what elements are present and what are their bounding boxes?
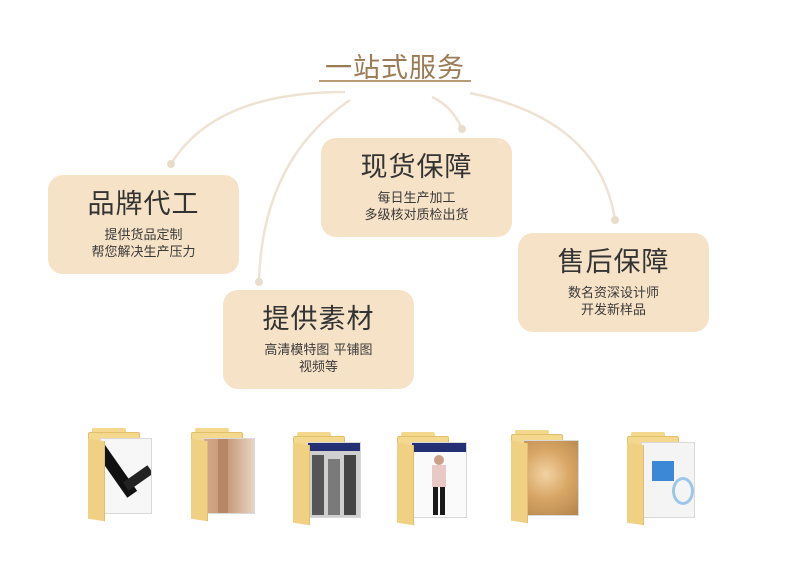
arc-to-material (257, 98, 351, 283)
service-title: 一站式服务 (325, 53, 465, 84)
card-after-sales: 售后保障 数名资深设计师 开发新样品 (518, 233, 709, 332)
card-heading: 品牌代工 (87, 189, 200, 220)
arc-dot-stock (458, 125, 466, 133)
card-brand-oem: 品牌代工 提供货品定制 帮您解决生产压力 (48, 175, 239, 274)
arc-dot-material (255, 278, 263, 286)
folder-icon-legwear[interactable] (191, 428, 265, 522)
folder-icon-model-psd[interactable] (397, 432, 471, 526)
card-line: 提供货品定制 (104, 228, 183, 243)
card-heading: 售后保障 (557, 247, 670, 278)
folder-icon-fabric[interactable] (511, 430, 585, 524)
card-heading: 现货保障 (360, 152, 473, 183)
arc-dot-aftersale (611, 216, 619, 224)
card-line: 数名资深设计师 (567, 286, 659, 301)
arc-dot-brand (167, 160, 175, 168)
card-line: 多级核对质检出货 (364, 208, 469, 223)
card-line: 开发新样品 (580, 303, 646, 318)
arc-to-aftersale (469, 91, 617, 221)
arc-to-brand (169, 90, 346, 165)
card-line: 高清模特图 平铺图 (264, 343, 373, 358)
folder-icon-photos-psd[interactable] (293, 432, 367, 526)
card-materials: 提供素材 高清模特图 平铺图 视频等 (223, 290, 414, 389)
card-heading: 提供素材 (262, 304, 375, 335)
card-line: 视频等 (298, 360, 338, 375)
title-underline (319, 80, 471, 82)
folder-icon-video[interactable] (627, 432, 701, 526)
card-line: 帮您解决生产压力 (91, 245, 196, 260)
card-stock-guarantee: 现货保障 每日生产加工 多级核对质检出货 (321, 138, 512, 237)
folder-icon-scarf[interactable] (88, 428, 162, 522)
arc-to-stock (431, 95, 464, 130)
card-line: 每日生产加工 (377, 191, 456, 206)
